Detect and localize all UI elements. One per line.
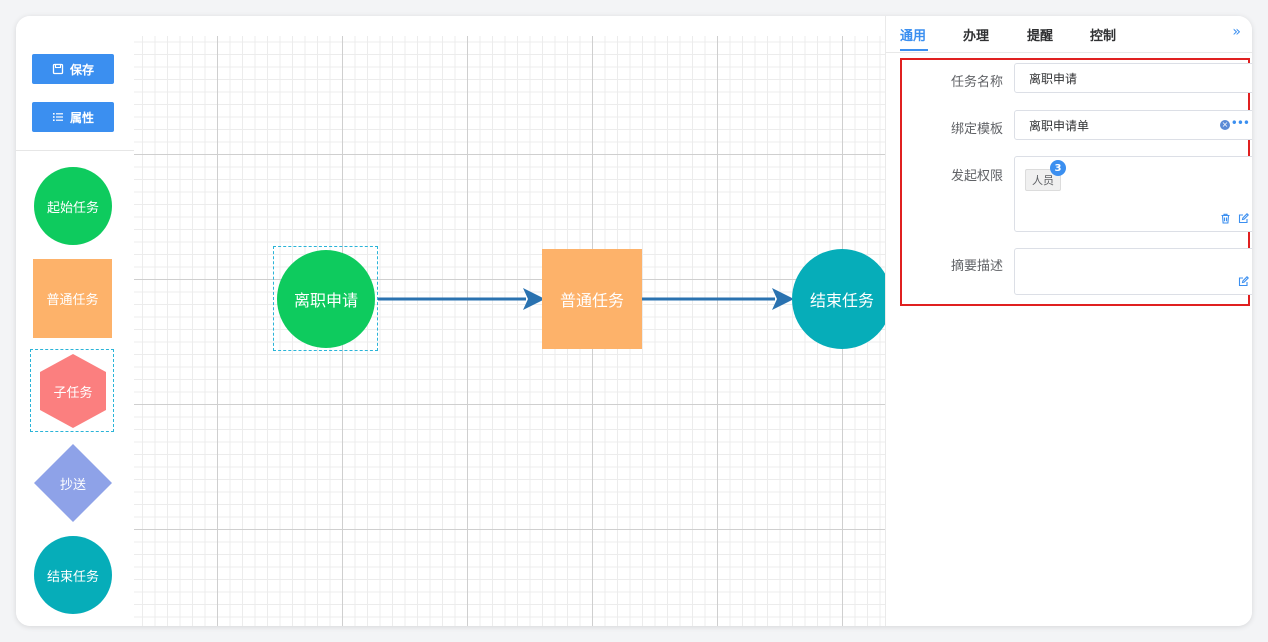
hexagon-shape xyxy=(40,354,106,428)
save-button-label: 保存 xyxy=(69,62,94,77)
general-form: 任务名称 离职申请 绑定模板 离职申请单 × ••• 发起权限 人员 3 xyxy=(900,58,1252,306)
node-end-task[interactable]: 结束任务 xyxy=(792,249,892,349)
node-normal-task[interactable]: 普通任务 xyxy=(542,249,642,349)
palette-end-task-label: 结束任务 xyxy=(46,569,99,585)
edit-icon[interactable] xyxy=(1238,213,1249,224)
save-icon xyxy=(52,63,64,75)
palette-divider xyxy=(16,150,134,151)
tab-handle[interactable]: 办理 xyxy=(963,29,990,44)
properties-panel: 通用 办理 提醒 控制 » 任务名称 离职申请 绑定模板 离职申请单 × •••… xyxy=(885,16,1252,626)
arrowhead-1 xyxy=(523,288,545,310)
arrowhead-2 xyxy=(772,288,794,310)
node-selection-frame xyxy=(273,246,378,351)
active-tab-indicator xyxy=(900,49,928,51)
palette-normal-task[interactable]: 普通任务 xyxy=(33,259,112,338)
properties-button[interactable]: 属性 xyxy=(32,102,114,132)
more-icon[interactable]: ••• xyxy=(1230,116,1250,130)
summary-field[interactable] xyxy=(1014,248,1252,295)
tab-reminder[interactable]: 提醒 xyxy=(1027,29,1054,44)
task-name-label: 任务名称 xyxy=(951,75,1004,90)
task-name-value: 离职申请 xyxy=(1029,71,1078,86)
app-window: 保存 属性 起始任务 普通任务 子任务 抄送 结 xyxy=(16,16,1252,626)
collapse-panel-icon[interactable]: » xyxy=(1232,24,1241,40)
palette-normal-task-label: 普通任务 xyxy=(46,293,99,308)
summary-edit-icon[interactable] xyxy=(1238,276,1249,287)
palette-end-task[interactable]: 结束任务 xyxy=(34,536,112,614)
node-normal-task-label: 普通任务 xyxy=(559,291,624,310)
flow-edges xyxy=(378,288,794,310)
list-icon xyxy=(52,111,64,123)
template-select[interactable]: 离职申请单 × ••• xyxy=(1014,110,1252,140)
permission-count-badge: 3 xyxy=(1050,160,1066,176)
permission-tag-label: 人员 xyxy=(1032,174,1054,187)
tab-general[interactable]: 通用 xyxy=(900,29,927,44)
permission-label: 发起权限 xyxy=(951,169,1004,184)
palette-selection-frame xyxy=(30,349,114,432)
properties-button-label: 属性 xyxy=(69,110,94,125)
diamond-shape xyxy=(34,444,112,522)
clear-icon[interactable]: × xyxy=(1220,120,1230,130)
permission-field[interactable]: 人员 3 xyxy=(1014,156,1252,232)
task-name-input[interactable]: 离职申请 xyxy=(1014,63,1252,93)
node-palette: 保存 属性 起始任务 普通任务 子任务 抄送 结 xyxy=(16,16,134,626)
palette-cc-label: 抄送 xyxy=(59,477,86,493)
summary-label: 摘要描述 xyxy=(951,259,1004,274)
template-value: 离职申请单 xyxy=(1029,118,1090,133)
permission-tag[interactable]: 人员 xyxy=(1025,169,1061,191)
node-end-task-label: 结束任务 xyxy=(809,291,874,310)
palette-start-task-label: 起始任务 xyxy=(46,200,99,216)
delete-icon[interactable] xyxy=(1220,213,1231,224)
panel-tabs: 通用 办理 提醒 控制 » xyxy=(886,16,1252,53)
template-label: 绑定模板 xyxy=(951,122,1004,137)
palette-cc[interactable]: 抄送 xyxy=(33,443,113,523)
node-leave-application[interactable]: 离职申请 xyxy=(277,250,375,348)
palette-subtask-label: 子任务 xyxy=(53,385,93,401)
palette-subtask[interactable]: 子任务 xyxy=(37,351,109,431)
tab-control[interactable]: 控制 xyxy=(1090,29,1117,44)
palette-start-task[interactable]: 起始任务 xyxy=(34,167,112,245)
node-leave-application-label: 离职申请 xyxy=(293,291,358,310)
flow-canvas[interactable]: 离职申请 普通任务 结束任务 xyxy=(134,36,892,626)
save-button[interactable]: 保存 xyxy=(32,54,114,84)
